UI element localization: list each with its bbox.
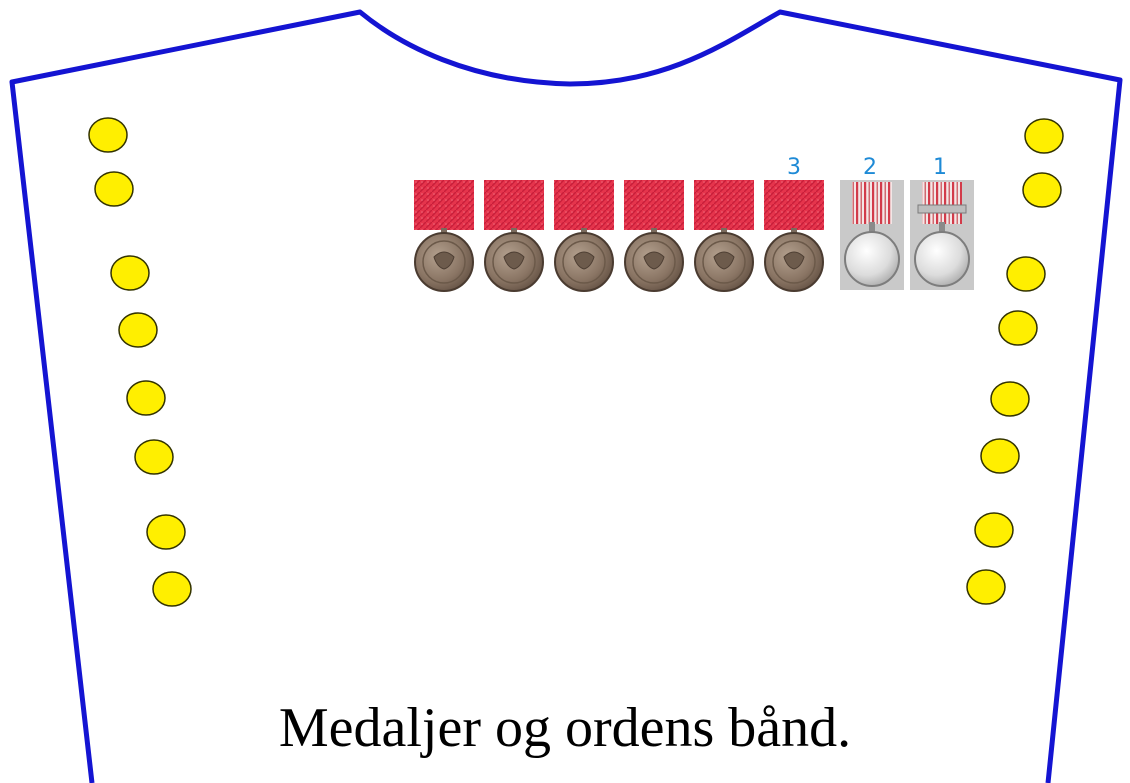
medal-3	[554, 180, 614, 292]
left-button-column	[88, 117, 192, 607]
medal-1	[414, 180, 474, 292]
red-ribbon	[624, 180, 684, 230]
right-button-8	[966, 569, 1006, 605]
red-ribbon	[764, 180, 824, 230]
medal-4	[624, 180, 684, 292]
right-button-6	[980, 438, 1020, 474]
left-button-5	[126, 380, 166, 416]
medal-2	[484, 180, 544, 292]
red-ribbon	[484, 180, 544, 230]
medal-7: 2	[840, 155, 904, 290]
right-button-3	[1006, 256, 1046, 292]
left-button-3	[110, 255, 150, 291]
striped-ribbon	[922, 182, 962, 224]
red-ribbon	[554, 180, 614, 230]
medal-number-label: 1	[933, 155, 947, 180]
right-button-4	[998, 310, 1038, 346]
medal-row: 3 2 1	[414, 155, 974, 292]
right-button-column	[966, 118, 1064, 605]
medal-number-label: 2	[863, 155, 877, 180]
right-button-2	[1022, 172, 1062, 208]
left-button-1	[88, 117, 128, 153]
uniform-outline	[9, 9, 1123, 783]
silver-medal	[914, 231, 970, 287]
red-ribbon	[694, 180, 754, 230]
medal-number-label: 3	[787, 155, 801, 180]
left-button-7	[146, 514, 186, 550]
left-button-4	[118, 312, 158, 348]
striped-ribbon	[852, 182, 892, 224]
medal-6: 3	[764, 155, 824, 292]
medal-8: 1	[910, 155, 974, 290]
left-button-8	[152, 571, 192, 607]
silver-medal	[844, 231, 900, 287]
caption-title: Medaljer og ordens bånd.	[278, 697, 852, 759]
left-button-6	[134, 439, 174, 475]
medal-5	[694, 180, 754, 292]
left-button-2	[94, 171, 134, 207]
right-button-7	[974, 512, 1014, 548]
right-button-1	[1024, 118, 1064, 154]
red-ribbon	[414, 180, 474, 230]
right-button-5	[990, 381, 1030, 417]
